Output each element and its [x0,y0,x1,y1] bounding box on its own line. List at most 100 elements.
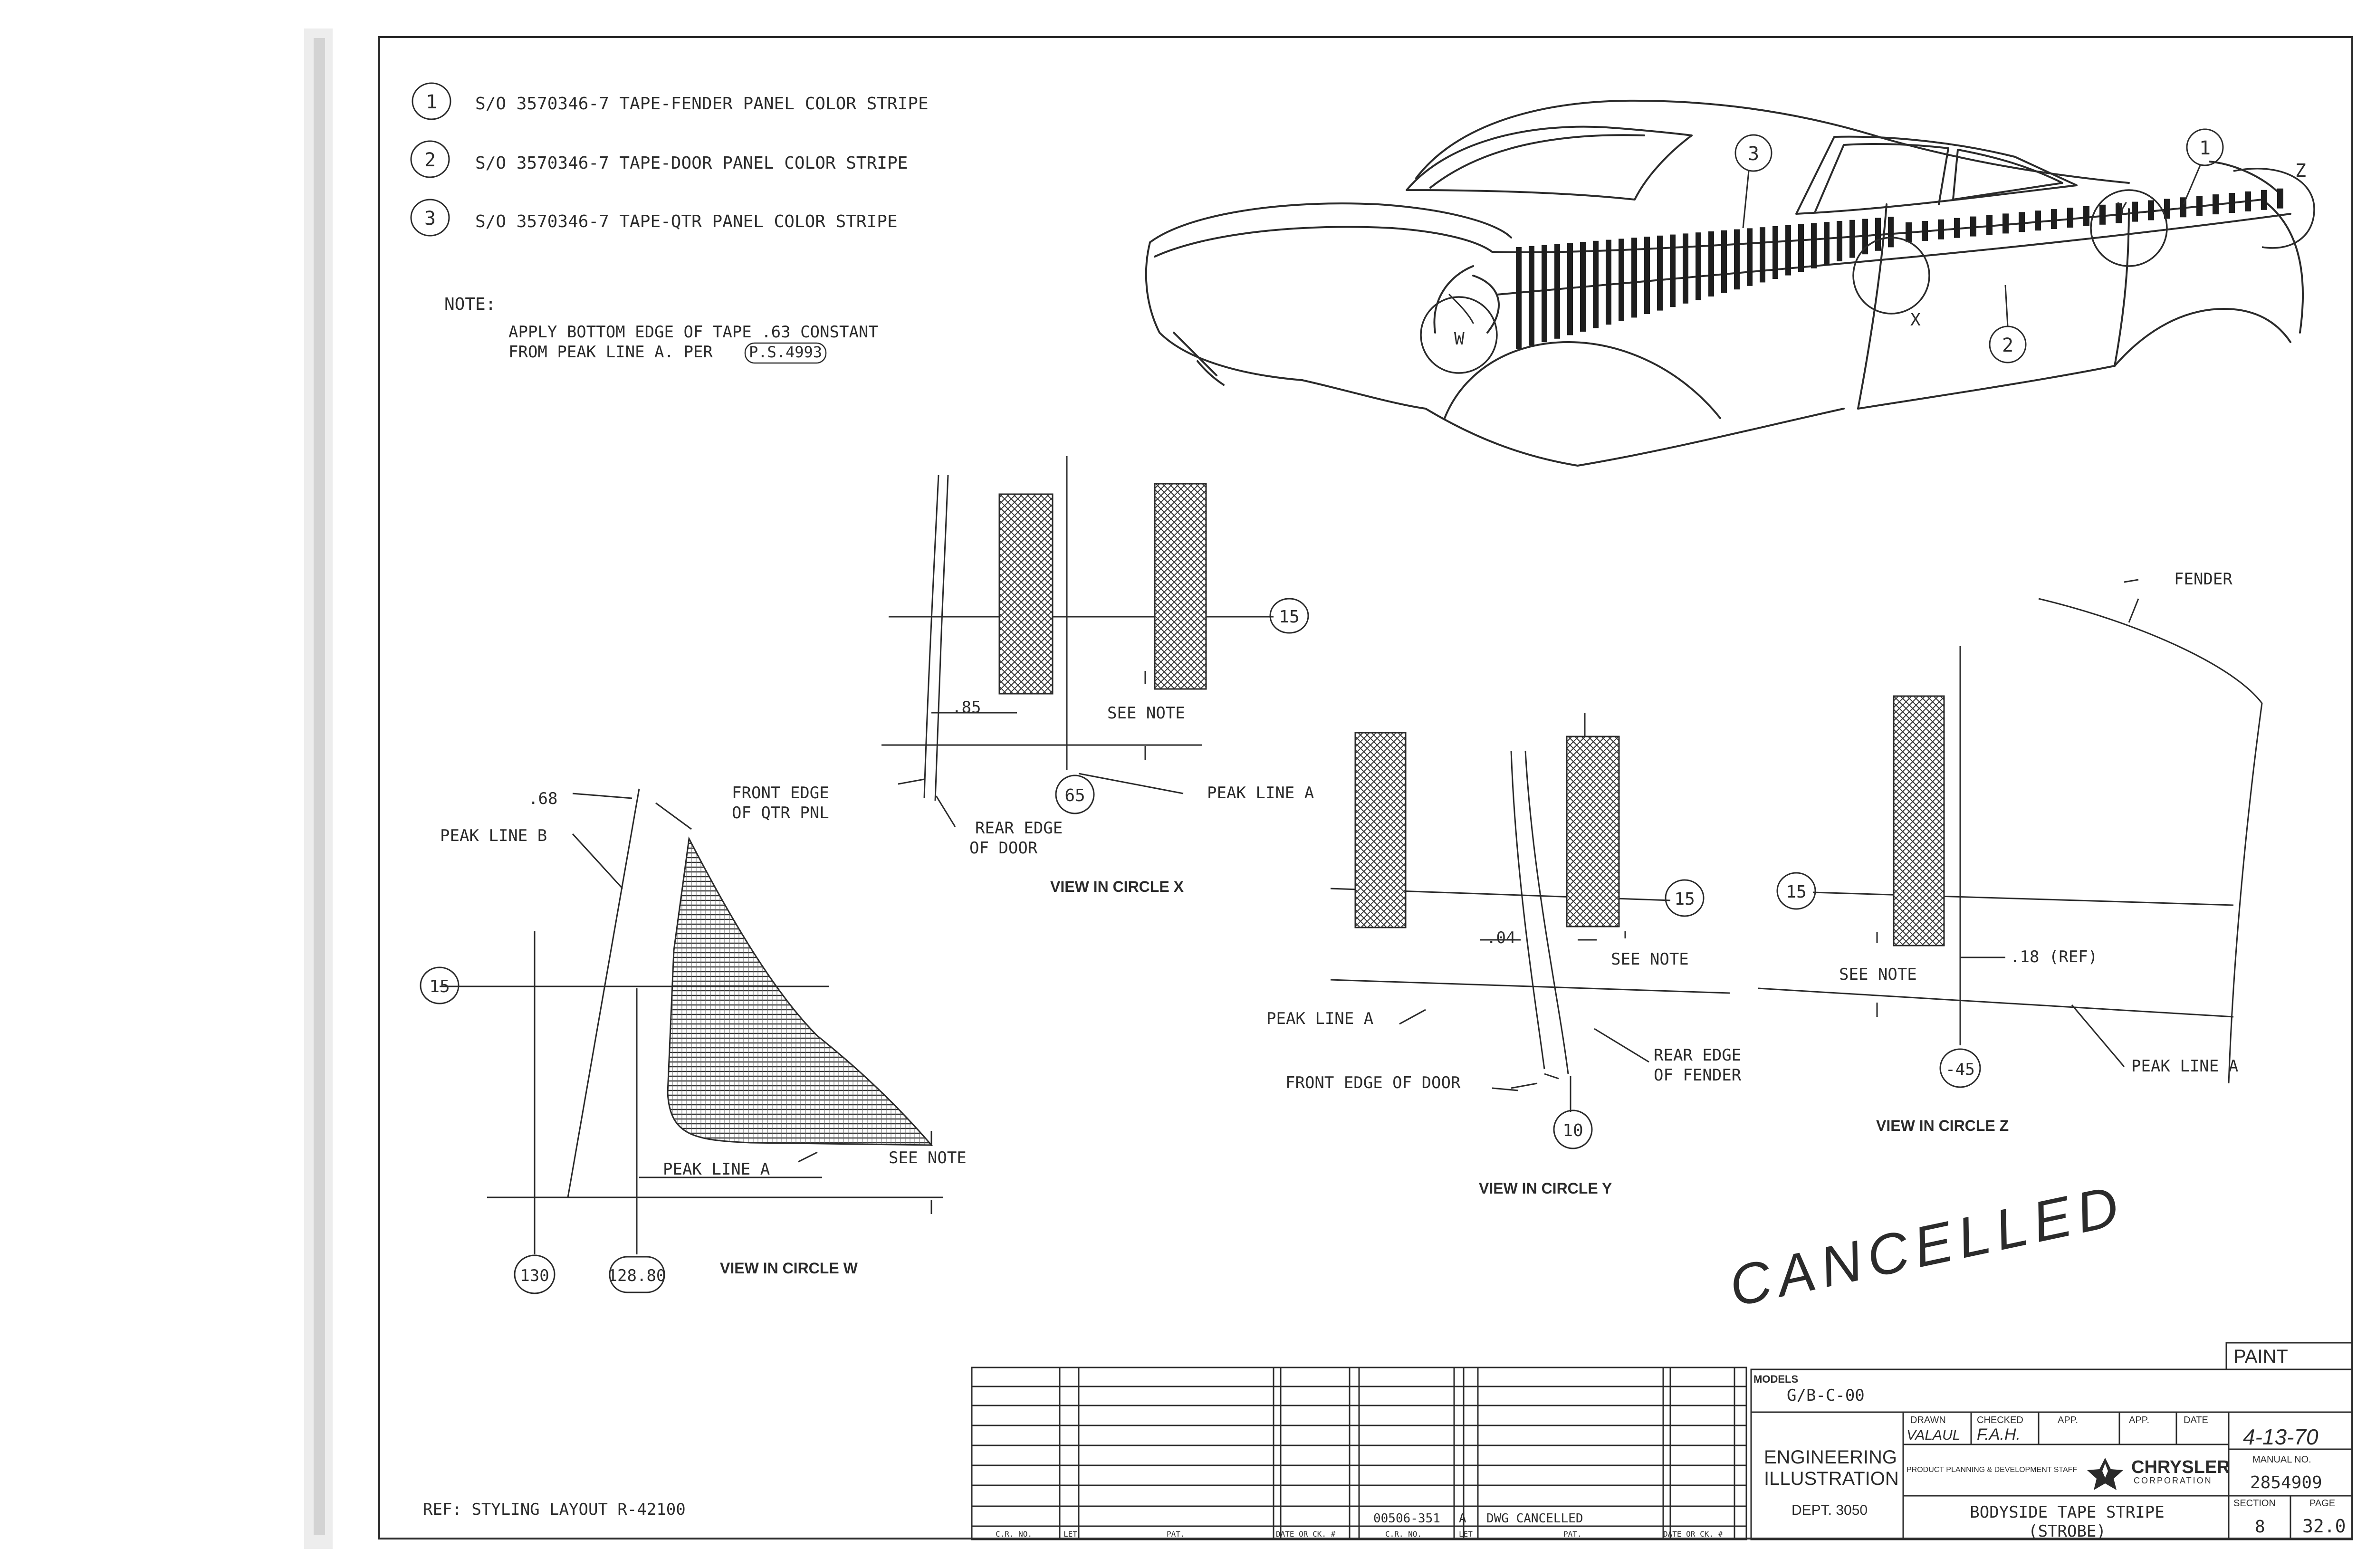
tape-hatch-area [667,836,933,1146]
view-caption: VIEW IN CIRCLE X [1050,878,1184,895]
dimension-label: .18 (REF) [2010,947,2098,966]
reference-bubble: 15 [1279,607,1299,627]
date-label: DATE [2184,1415,2208,1425]
front-edge-label: FRONT EDGE [732,784,829,803]
strobe-stripe [2196,196,2203,216]
strobe-stripe [2035,210,2041,231]
strobe-stripe [1954,218,1960,238]
strobe-stripe [1670,234,1676,307]
reference-bubble: 15 [429,977,450,996]
strobe-stripe [1760,227,1765,283]
rear-edge-label: OF DOOR [969,839,1038,858]
callout-1: 1 [2199,137,2211,159]
staff-label: PRODUCT PLANNING & DEVELOPMENT STAFF [1907,1466,2077,1474]
strobe-stripe [1837,221,1842,261]
see-note-label: SEE NOTE [1611,950,1689,969]
strobe-stripe [1683,233,1688,304]
strobe-stripe [1631,238,1637,318]
column-header: DATE OR CK. # [1663,1530,1723,1539]
column-header: PAT. [1167,1530,1185,1539]
part-number: 1 [426,91,437,113]
see-note-label: SEE NOTE [1107,704,1185,723]
rear-edge-label: OF FENDER [1654,1066,1742,1085]
revision-table: 00506-351 A DWG CANCELLED C.R. NO. LET P… [971,1367,1747,1540]
strobe-stripe [2132,201,2138,222]
strobe-stripe [1862,219,1868,255]
note-block: NOTE: APPLY BOTTOM EDGE OF TAPE .63 CONS… [444,295,878,364]
sheet-border [378,36,2353,1539]
strobe-stripe [1811,223,1817,268]
column-header: C.R. NO. [1385,1530,1422,1539]
front-edge-label: OF QTR PNL [732,803,829,822]
strobe-stripe [1772,226,1778,279]
part-list: 1 S/O 3570346-7 TAPE-FENDER PANEL COLOR … [410,82,929,237]
strobe-stripe [2164,199,2170,219]
strobe-stripe [1542,245,1547,343]
strobe-stripe [2148,200,2154,220]
view-circle-w: .68 PEAK LINE B 15 PEAK LINE A SEE NOTE … [420,788,967,1294]
callout-3: 3 [1748,143,1759,165]
date-value: 4-13-70 [2243,1425,2319,1449]
revision-entry: A [1459,1511,1466,1526]
scan-artifacts [304,29,333,1549]
view-caption: VIEW IN CIRCLE Z [1876,1117,2009,1134]
strobe-stripe [1657,235,1663,311]
strobe-stripe [2116,203,2122,223]
note-line-1: APPLY BOTTOM EDGE OF TAPE .63 CONSTANT [508,323,878,342]
strobe-stripe [1849,220,1855,258]
company-name: CHRYSLER [2131,1457,2230,1477]
checked-signature: F.A.H. [1977,1425,2021,1444]
revision-entry: DWG CANCELLED [1486,1511,1583,1526]
see-note-label: SEE NOTE [1839,965,1917,984]
reference-bubble: 130 [520,1266,549,1285]
fender-label: FENDER [2174,570,2232,589]
circle-label-z: Z [2295,160,2306,181]
checked-label: CHECKED [1977,1415,2023,1425]
strobe-stripe [2083,206,2089,226]
circle-label-x: X [1910,310,1921,330]
strobe-stripe [1721,230,1727,293]
car-strobe-stripes [1516,188,2283,349]
column-header: DATE OR CK. # [1276,1530,1336,1539]
strobe-stripe [1970,216,1976,237]
revision-entry: 00506-351 [1373,1511,1440,1526]
reference-bubble: 15 [1786,882,1806,902]
strobe-stripe [1567,243,1573,335]
engineering-label: ENGINEERING [1764,1447,1897,1468]
reference-bubble: 65 [1064,786,1085,805]
strobe-stripe [1922,220,1928,241]
manual-number: 2854909 [2250,1473,2322,1492]
section-label: SECTION [2233,1498,2276,1509]
tape-stripe [1566,736,1620,927]
strobe-stripe [1644,237,1650,314]
strobe-stripe [1619,239,1624,321]
circle-label-w: W [1454,329,1465,349]
strobe-stripe [1824,222,1830,265]
strobe-stripe [1785,225,1791,276]
section-value: 8 [2255,1517,2265,1537]
callout-2: 2 [2002,335,2013,356]
strobe-stripe [1606,239,1611,325]
dimension-label: .85 [952,698,981,717]
tape-stripe [1154,483,1207,690]
app-label: APP. [2129,1415,2149,1425]
strobe-stripe [1906,222,1912,242]
note-reference: P.S.4993 [749,343,822,361]
peak-line-label: PEAK LINE A [663,1160,770,1179]
pentastar-logo [2087,1458,2123,1490]
tape-stripe [1354,732,1407,928]
view-circle-z: FENDER 15 .18 (REF) SEE NOTE -45 PEAK LI… [1758,570,2263,1134]
car-callout-labels: 3 1 2 W X Y Z [1454,137,2306,356]
front-edge-label: FRONT EDGE OF DOOR [1285,1073,1461,1092]
view-caption: VIEW IN CIRCLE Y [1479,1180,1612,1197]
models-value: G/B-C-00 [1787,1386,1865,1405]
part-description: S/O 3570346-7 TAPE-FENDER PANEL COLOR ST… [475,94,929,114]
column-header: C.R. NO. [996,1530,1032,1539]
column-header: LET [1063,1530,1077,1539]
page-label: PAGE [2309,1498,2335,1509]
part-item-3: 3 S/O 3570346-7 TAPE-QTR PANEL COLOR STR… [410,199,898,237]
peak-line-label: PEAK LINE A [1207,784,1314,803]
strobe-stripe [1554,244,1560,339]
reference-bubble: -45 [1945,1060,1974,1079]
